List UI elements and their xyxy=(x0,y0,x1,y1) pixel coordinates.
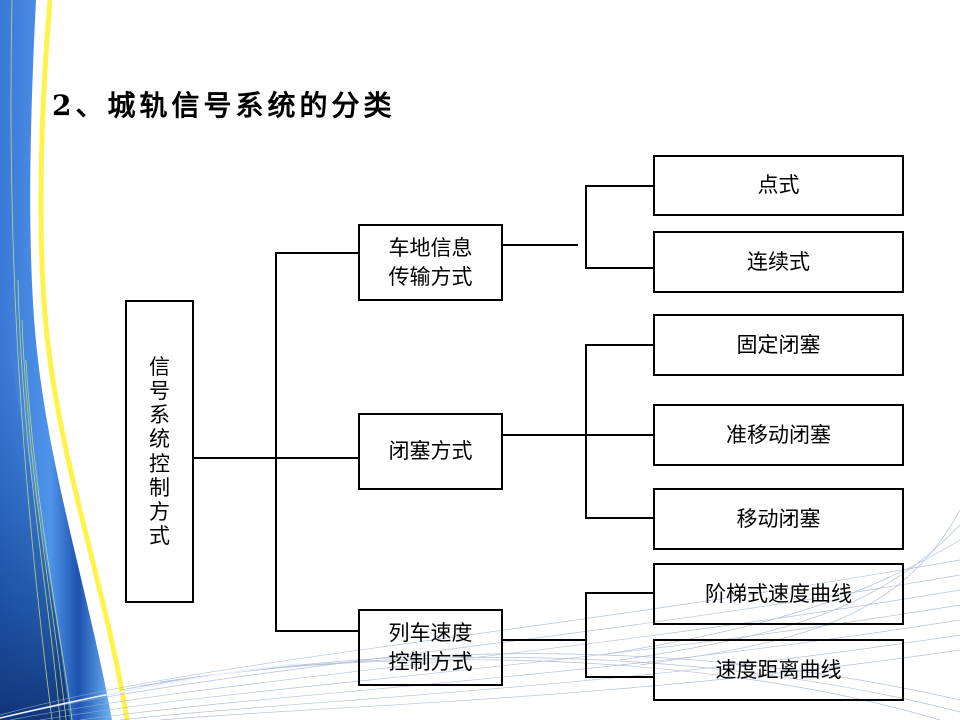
slide-title: 2、城轨信号系统的分类 xyxy=(52,89,396,122)
connector-trunk xyxy=(275,252,359,632)
leaf-node: 点式 xyxy=(653,155,904,216)
leaf-node: 速度距离曲线 xyxy=(653,639,904,701)
white-highlight-curve xyxy=(31,0,121,720)
connector-branch1-bracket xyxy=(585,185,654,269)
bottom-white-arc xyxy=(0,663,301,719)
branch-label-line2: 控制方式 xyxy=(388,649,473,674)
root-node: 信号系统控制方式 xyxy=(125,300,194,603)
yellow-swoosh-curve xyxy=(38,0,130,720)
leaf-node: 准移动闭塞 xyxy=(653,404,904,466)
root-node-label: 信号系统控制方式 xyxy=(149,354,170,548)
branch-label-line2: 传输方式 xyxy=(388,264,473,289)
leaf-label: 阶梯式速度曲线 xyxy=(705,581,852,606)
branch-label-line1: 闭塞方式 xyxy=(388,439,473,464)
branch-node-transmission: 车地信息 传输方式 xyxy=(358,224,503,301)
branch-node-speed-control: 列车速度 控制方式 xyxy=(358,609,503,686)
leaf-label: 点式 xyxy=(757,173,800,198)
leaf-node: 阶梯式速度曲线 xyxy=(653,563,904,625)
branch-node-blocking: 闭塞方式 xyxy=(358,413,503,490)
connector-branch2-bracket xyxy=(585,344,654,519)
leaf-label: 连续式 xyxy=(747,249,810,274)
branch-label-line1: 列车速度 xyxy=(388,621,473,646)
leaf-label: 固定闭塞 xyxy=(736,332,821,357)
leaf-label: 准移动闭塞 xyxy=(726,422,831,447)
leaf-label: 速度距离曲线 xyxy=(715,657,842,682)
connector-branch3-bracket xyxy=(585,592,654,678)
leaf-node: 固定闭塞 xyxy=(653,314,904,376)
leaf-node: 移动闭塞 xyxy=(653,488,904,550)
branch-label-line1: 车地信息 xyxy=(388,236,473,261)
thin-yellow-lines xyxy=(10,0,73,720)
leaf-label: 移动闭塞 xyxy=(736,506,821,531)
bottom-wave-lines xyxy=(0,509,960,720)
leaf-node: 连续式 xyxy=(653,231,904,293)
